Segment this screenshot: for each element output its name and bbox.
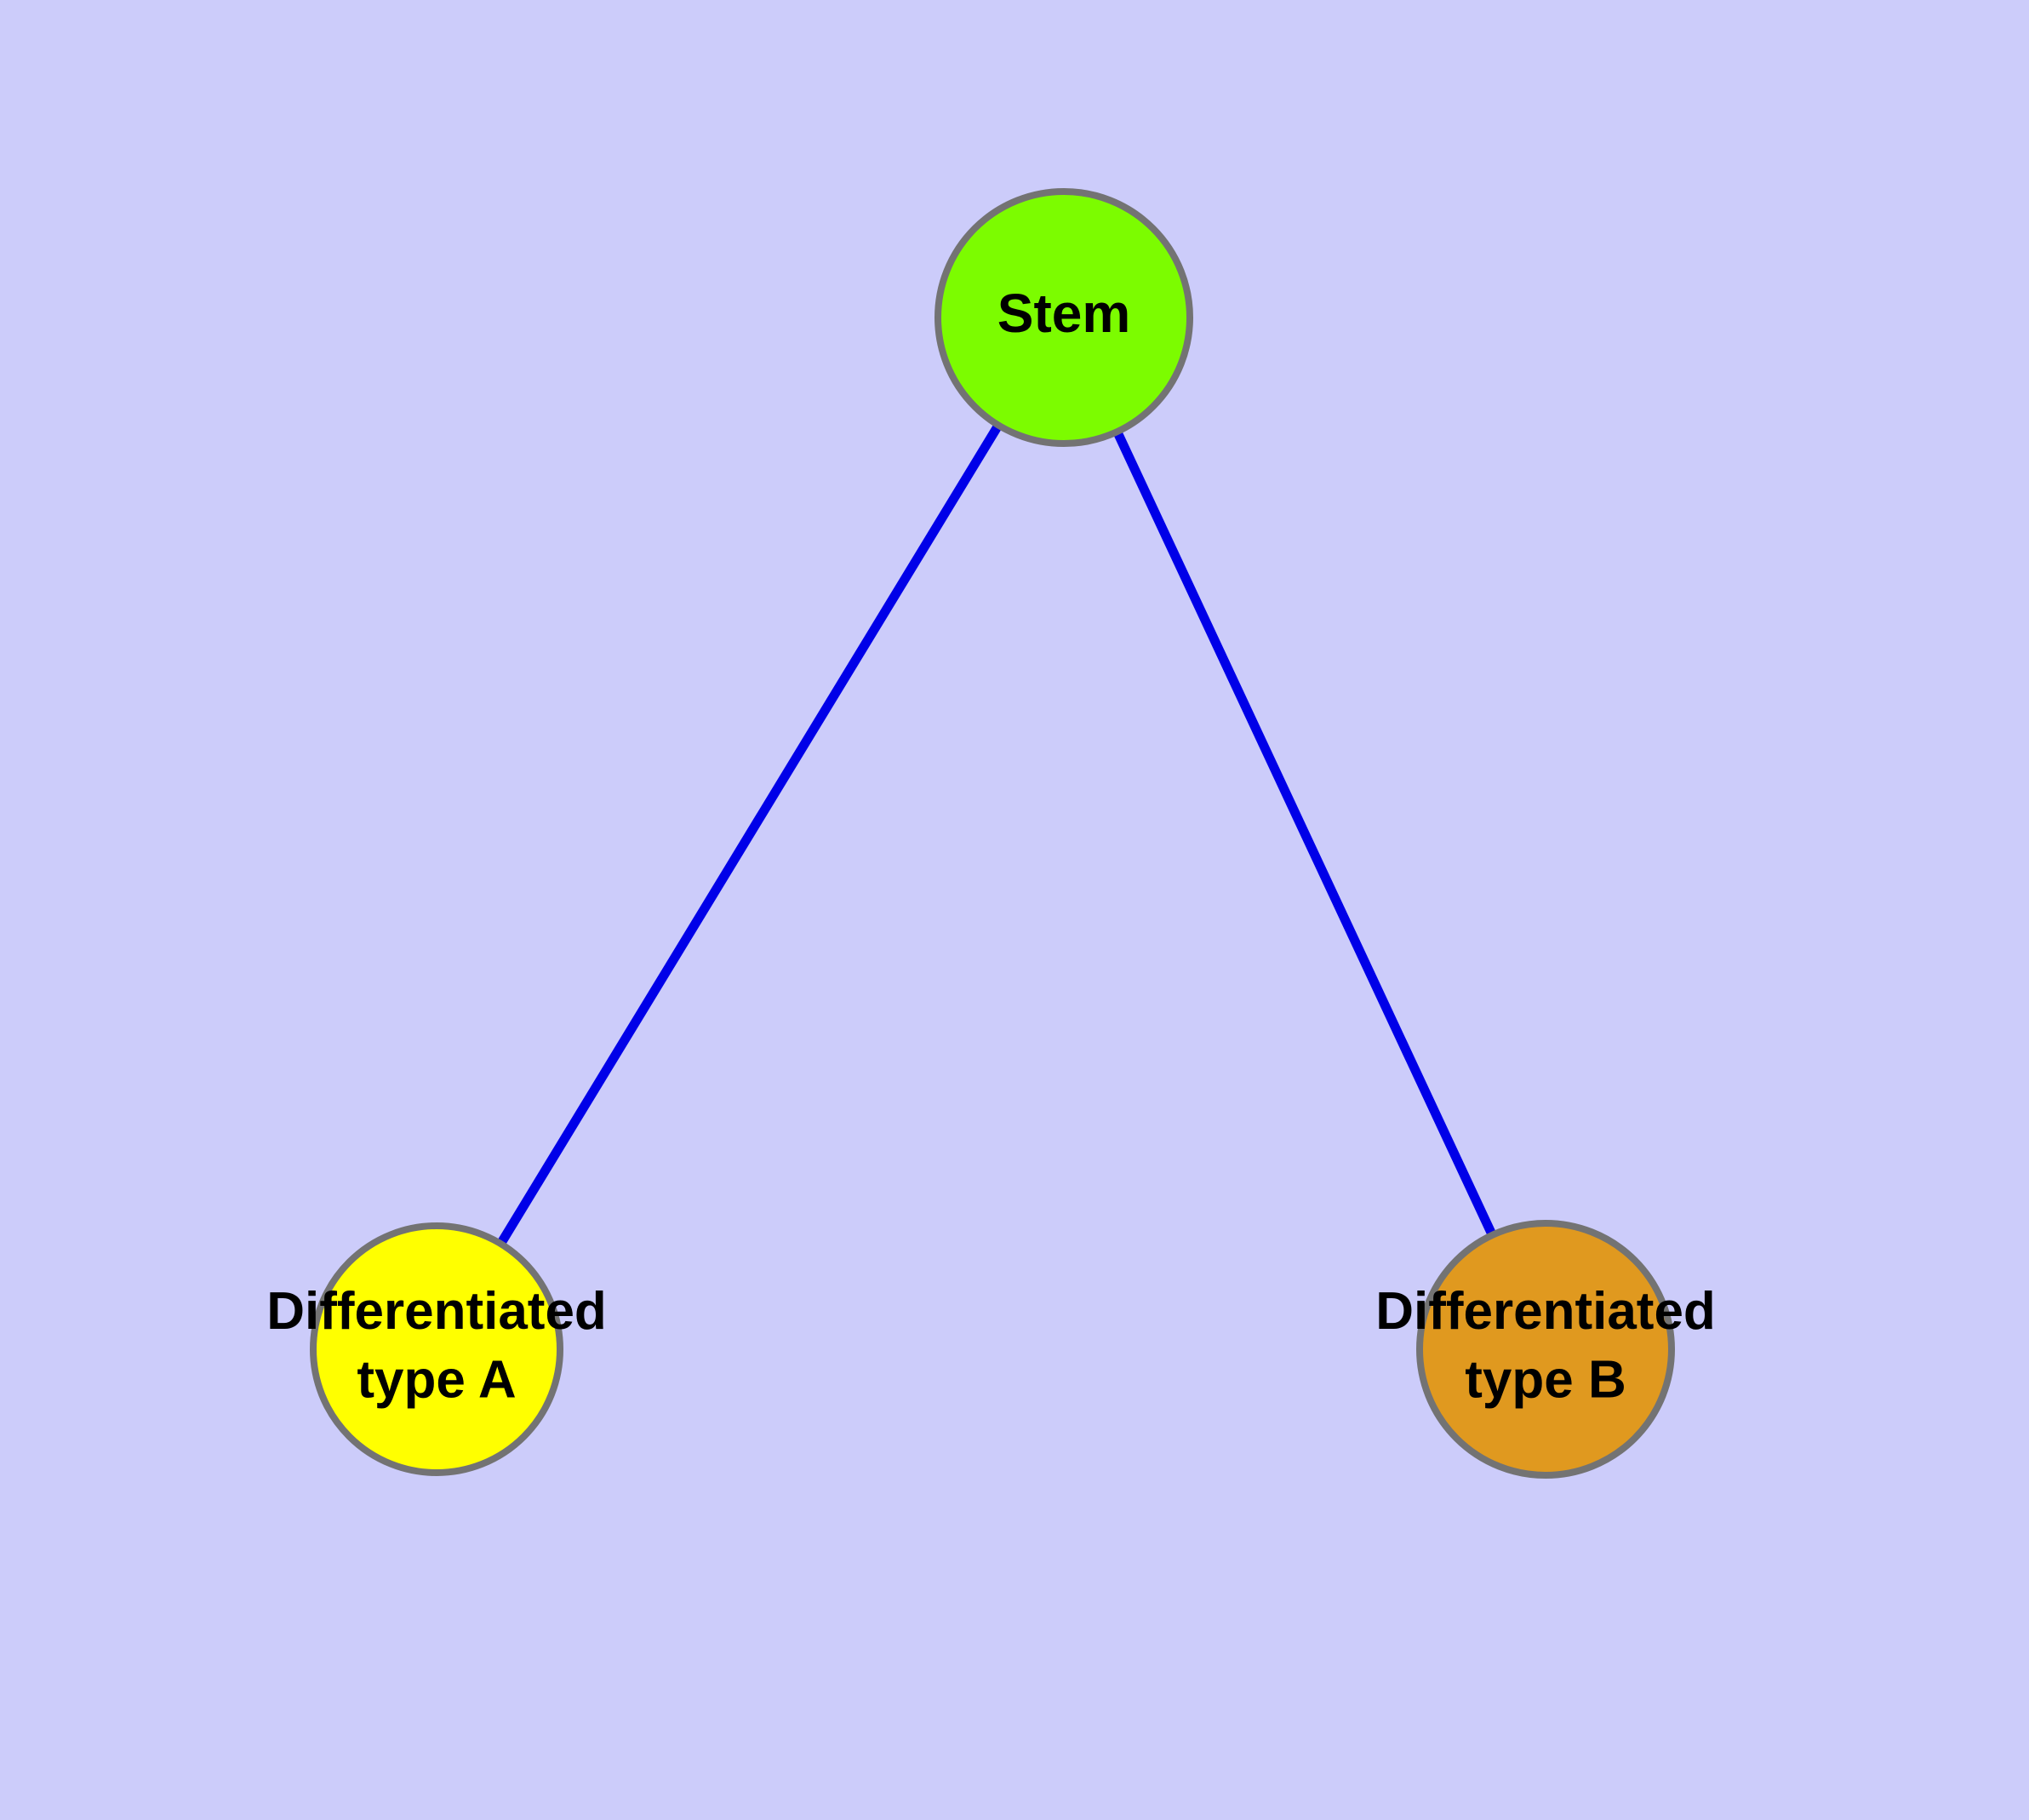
graph-node-diff-a[interactable]: Differentiated type A: [266, 1222, 607, 1476]
node-label-stem-line-1: Stem: [997, 283, 1131, 344]
graph-node-stem[interactable]: Stem: [934, 188, 1193, 447]
edges-layer: [432, 315, 1550, 1352]
node-label-diff-a-line-2: type A: [357, 1351, 516, 1410]
graph-edge-stem-to-diff-a: [432, 315, 1068, 1352]
node-circle-stem[interactable]: [934, 188, 1193, 447]
graph-edge-stem-to-diff-b: [1060, 315, 1550, 1352]
node-label-diff-b-line-2: type B: [1465, 1351, 1626, 1410]
node-circle-diff-b[interactable]: [1416, 1220, 1675, 1479]
node-label-diff-a-line-1: Differentiated: [266, 1282, 607, 1341]
node-circle-diff-a[interactable]: [310, 1222, 563, 1476]
node-label-diff-b-line-1: Differentiated: [1375, 1282, 1716, 1341]
graph-node-diff-b[interactable]: Differentiated type B: [1375, 1220, 1716, 1479]
